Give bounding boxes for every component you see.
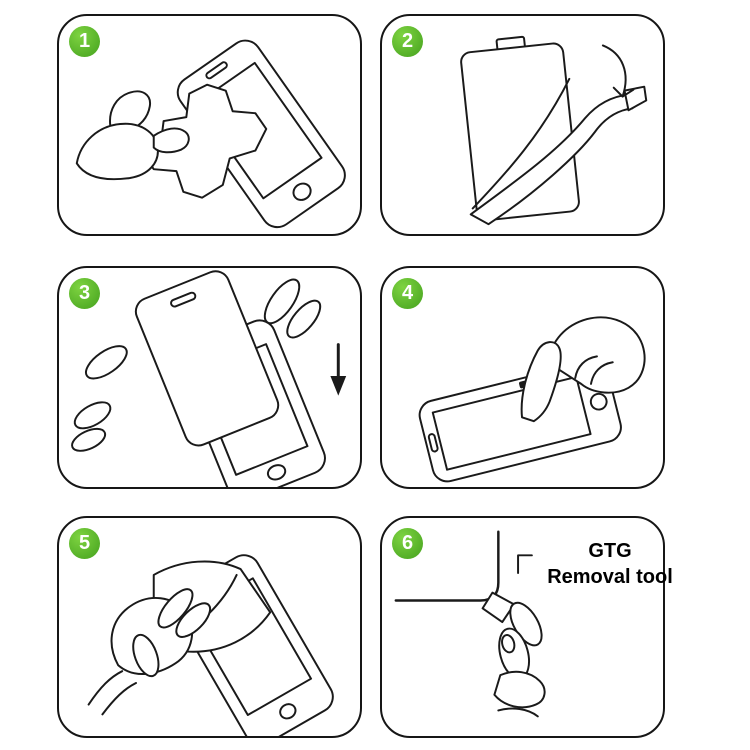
step-number-badge: 3 — [69, 278, 100, 309]
removal-tool-illustration — [394, 530, 546, 718]
wipe-phone-illustration — [75, 39, 346, 229]
label-leader-line — [517, 554, 533, 574]
step-panel-6: 6 GTG Removal tool — [380, 516, 673, 738]
protector-icon — [134, 270, 280, 447]
step-number-badge: 1 — [69, 26, 100, 57]
place-protector-illustration — [71, 270, 347, 487]
removal-tool-label: GTG Removal tool — [530, 538, 690, 590]
step-number-badge: 2 — [392, 26, 423, 57]
curved-arrow-icon — [601, 44, 635, 98]
smooth-card-illustration — [87, 554, 334, 736]
step-panel-1: 1 — [57, 14, 362, 236]
hand-icon — [75, 90, 190, 181]
hand-icon — [71, 278, 322, 452]
step-panel-2: 2 — [380, 14, 665, 236]
step-panel-4: 4 — [380, 266, 665, 489]
removal-tool-label-line2: Removal tool — [547, 566, 673, 588]
removal-tool-icon — [481, 591, 516, 624]
hand-icon — [493, 601, 546, 718]
cleaning-cloth-icon — [141, 83, 268, 199]
hand-icon — [87, 588, 212, 716]
step-number-badge: 6 — [392, 528, 423, 559]
removal-tool-label-line1: GTG — [588, 540, 632, 562]
step-number-badge: 5 — [69, 528, 100, 559]
step-panel-5: 5 — [57, 516, 362, 738]
hand-icon — [520, 316, 646, 423]
peel-film-illustration — [460, 35, 648, 226]
step-panel-3: 3 — [57, 266, 362, 489]
step-number-badge: 4 — [392, 278, 423, 309]
press-screen-illustration — [418, 316, 646, 483]
down-arrow-icon — [330, 343, 347, 396]
